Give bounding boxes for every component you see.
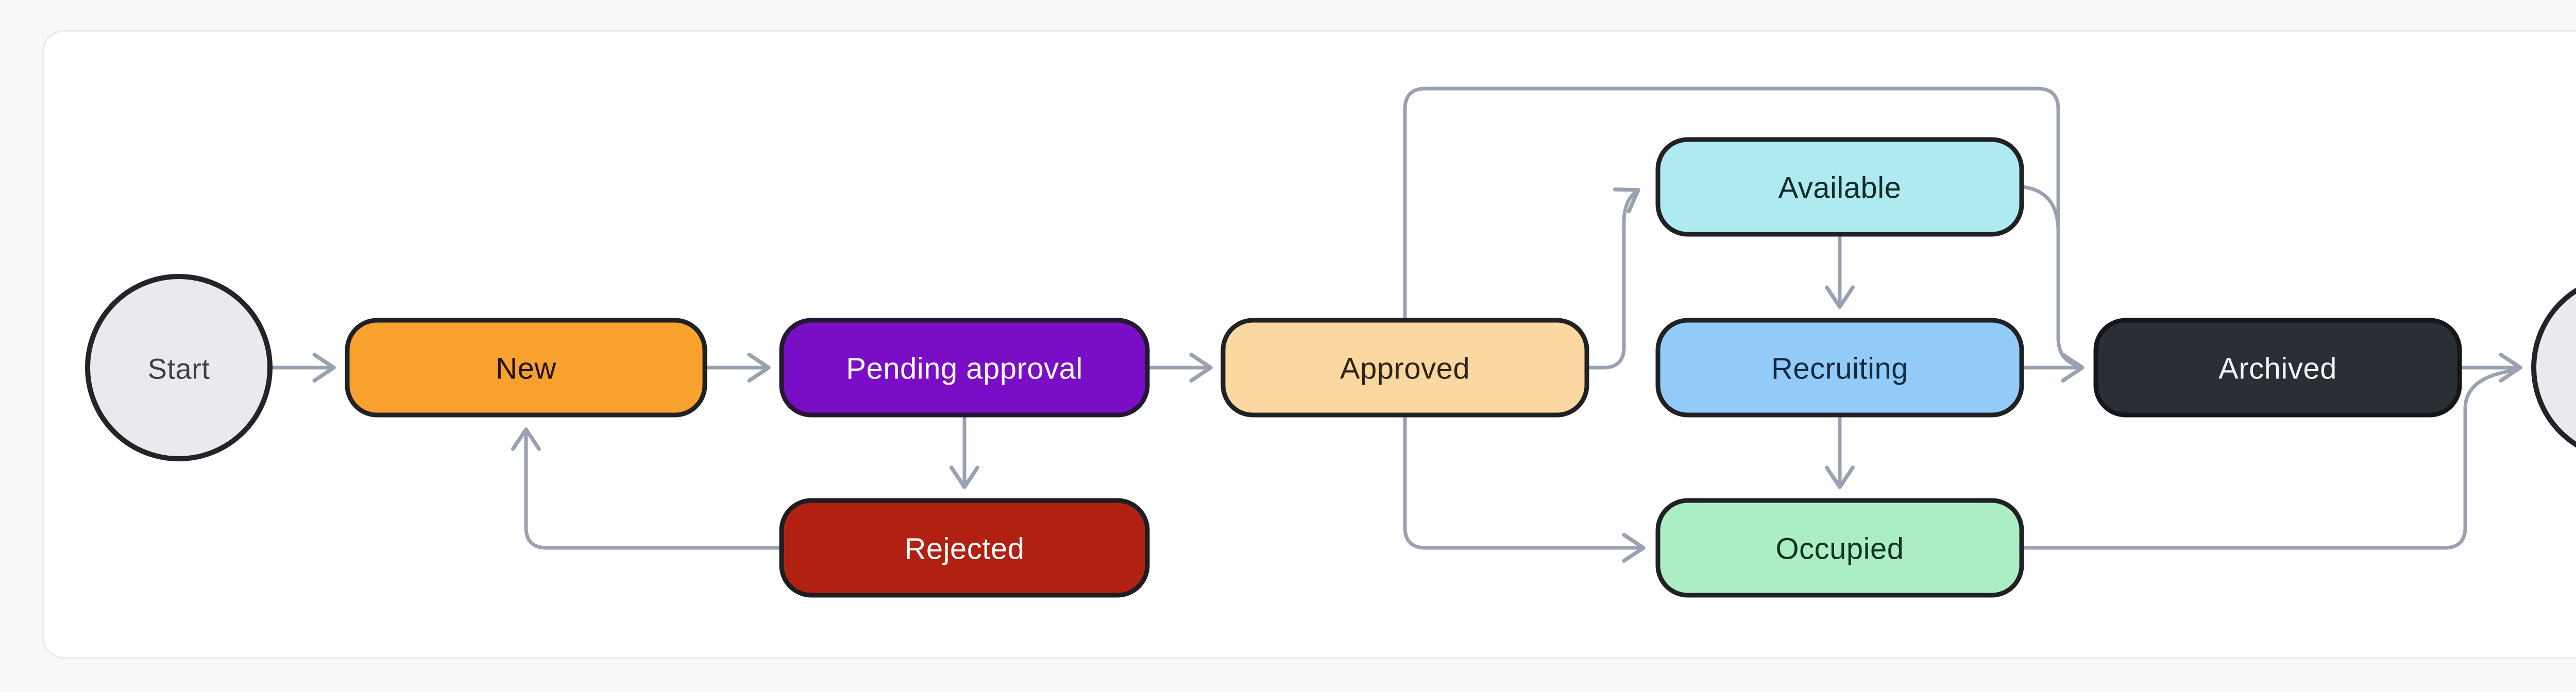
available-shape xyxy=(1655,137,2024,237)
new-shape xyxy=(345,318,707,418)
node-approved: Approved xyxy=(1221,318,1589,418)
node-occupied: Occupied xyxy=(1655,498,2024,598)
node-archived: Archived xyxy=(2093,318,2462,418)
pending-approval-label: Pending approval xyxy=(846,352,1082,386)
available-label: Available xyxy=(1778,171,1902,205)
node-pending-approval: Pending approval xyxy=(779,318,1150,418)
occupied-label: Occupied xyxy=(1775,532,1904,566)
archived-shape xyxy=(2093,318,2462,418)
end-shape xyxy=(2531,287,2576,448)
node-recruiting: Recruiting xyxy=(1655,318,2024,418)
start-shape xyxy=(85,274,273,461)
node-available: Available xyxy=(1655,137,2024,237)
pending-approval-shape xyxy=(779,318,1150,418)
start-label: Start xyxy=(148,353,210,385)
rejected-label: Rejected xyxy=(905,532,1025,566)
new-label: New xyxy=(496,352,556,386)
edge-approved-available xyxy=(1588,187,1640,370)
approved-label: Approved xyxy=(1340,352,1470,386)
edge-approved-occupied xyxy=(1403,417,1646,563)
recruiting-shape xyxy=(1655,318,2024,418)
edge-rejected-new xyxy=(511,427,780,550)
node-rejected: Rejected xyxy=(779,498,1150,598)
node-new: New xyxy=(345,318,707,418)
rejected-shape xyxy=(779,498,1150,598)
archived-label: Archived xyxy=(2218,352,2337,386)
recruiting-label: Recruiting xyxy=(1771,352,1908,386)
edge-available-archived xyxy=(2023,185,2060,230)
approved-shape xyxy=(1221,318,1589,418)
edges xyxy=(272,86,2522,563)
node-end: End xyxy=(2531,287,2576,448)
occupied-shape xyxy=(1655,498,2024,598)
node-start: Start xyxy=(85,274,273,461)
edge-occupied-end xyxy=(2023,367,2517,550)
